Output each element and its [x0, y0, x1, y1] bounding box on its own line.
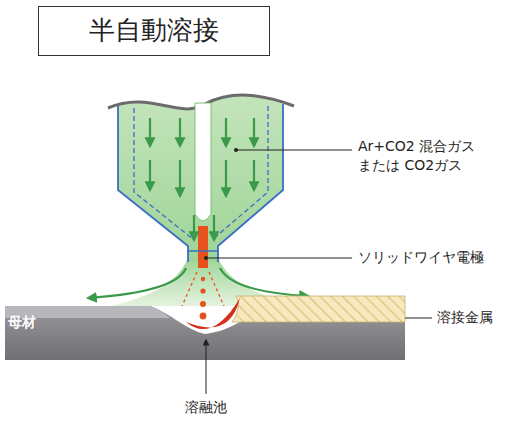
title-box: 半自動溶接: [38, 6, 270, 56]
leader-dot: [234, 148, 238, 152]
wire-electrode: [198, 226, 208, 268]
nozzle-tip-line: [188, 250, 218, 252]
arc: [182, 272, 224, 306]
weld-metal: [232, 296, 405, 322]
pool-label: 溶融池: [185, 398, 227, 417]
title: 半自動溶接: [89, 13, 219, 48]
base-metal-label: 母材: [8, 313, 36, 332]
molten-pool: [186, 298, 240, 329]
gas-flow-arrows: [88, 118, 308, 298]
weld-metal-label: 溶接金属: [437, 308, 493, 327]
wire-label: ソリッドワイヤ電極: [358, 248, 484, 267]
leader-lines: [206, 150, 432, 394]
gas-label: Ar+CO2 混合ガス または CO2ガス: [358, 137, 488, 175]
leader-dot: [204, 256, 208, 260]
contact-tube: [195, 103, 211, 221]
droplets: [200, 277, 207, 320]
